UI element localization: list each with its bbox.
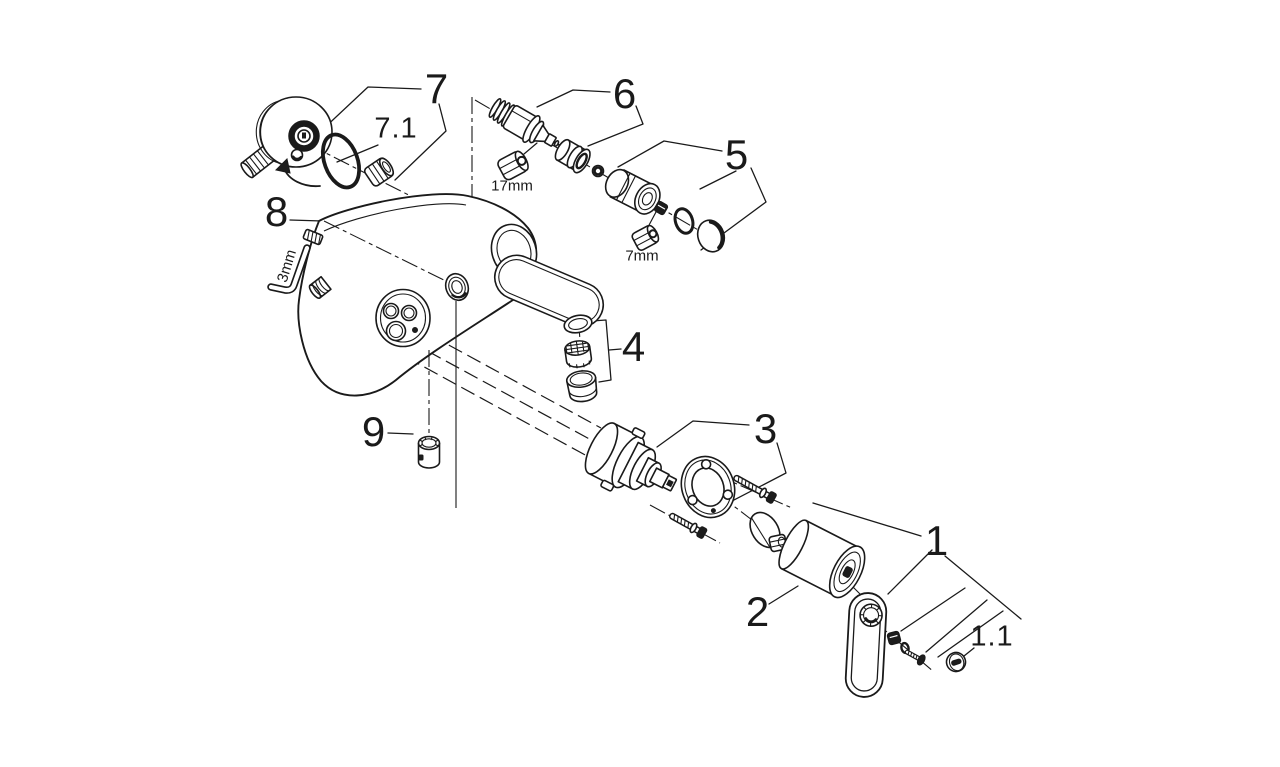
part-5-o-ring [673, 207, 695, 235]
part-5-cover [604, 168, 661, 215]
part-label-5: 5 [724, 131, 750, 178]
part-label-2: 2 [745, 588, 771, 635]
tool-3mm-allen-key [267, 244, 311, 294]
body-left-port [308, 275, 332, 299]
part-9-valve [417, 435, 441, 469]
part-label-6: 6 [612, 70, 638, 117]
rotation-arrow [274, 157, 321, 188]
part-1-handle [844, 592, 888, 698]
tool-size-label-7mm: 7mm [625, 247, 659, 265]
part-6-bushing [554, 138, 591, 174]
part-3-flange [680, 455, 736, 519]
part-2-cap [778, 519, 866, 599]
part-1-1-plug [945, 651, 967, 673]
part-3-cartridge [584, 422, 678, 492]
callout-leaders [287, 86, 1022, 661]
part-label-7-1: 7.1 [374, 112, 418, 145]
body-end-face [375, 288, 431, 348]
part-5-cap [696, 219, 726, 253]
spout [490, 223, 605, 328]
tool-size-label-17mm: 17mm [491, 177, 533, 195]
part-label-1-1: 1.1 [970, 620, 1014, 653]
handle-hub [859, 603, 883, 628]
part-6-o-ring-small [591, 164, 605, 178]
body-front-port [444, 272, 470, 302]
part-7-wall-union [240, 96, 333, 179]
part-6-cartridge [488, 98, 561, 148]
faucet-body [297, 193, 538, 397]
handle-screw [904, 649, 926, 666]
part-8-axis [323, 220, 453, 285]
part-label-9: 9 [361, 408, 387, 455]
part-4-aerator-insert [564, 340, 593, 369]
tool-7mm-leader [647, 211, 657, 228]
tool-17mm [497, 150, 529, 181]
part-label-7: 7 [424, 65, 450, 112]
tool-17mm-leader [523, 142, 538, 155]
tool-7mm [631, 224, 660, 251]
part-4-aerator-shell [565, 370, 598, 403]
part-7-1-o-ring [320, 132, 362, 190]
handle-nut [886, 630, 902, 646]
part-label-8: 8 [264, 188, 290, 235]
part-4-o-ring [563, 314, 593, 334]
part-3-screw-2 [669, 512, 708, 539]
part-5-nut [653, 200, 669, 216]
part-label-3: 3 [753, 405, 779, 452]
part-label-4: 4 [621, 323, 647, 370]
part-8-grub-screw [302, 228, 324, 246]
part-label-1: 1 [924, 517, 950, 564]
part-3-screw-1 [733, 474, 777, 504]
part-7-filter [363, 157, 395, 187]
